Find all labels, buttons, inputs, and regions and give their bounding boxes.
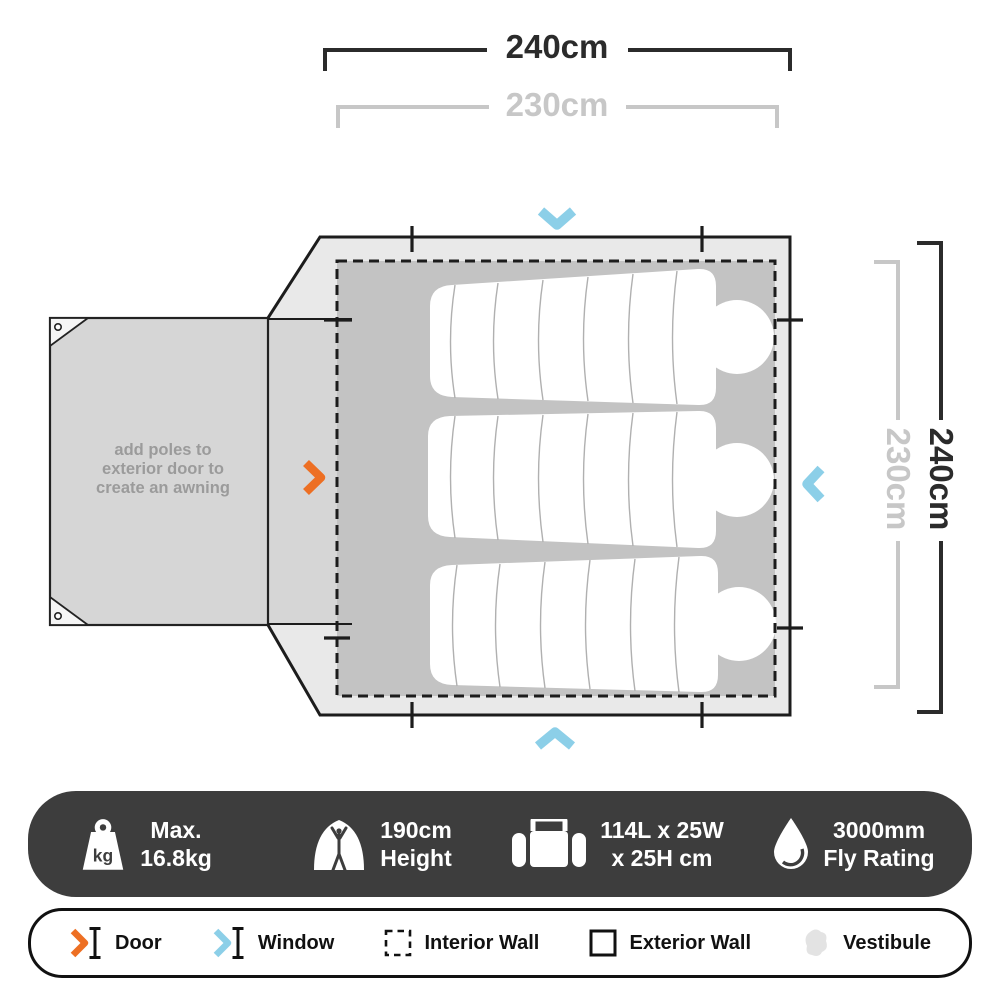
vestibule-note-line: add poles to bbox=[114, 441, 212, 459]
window-arrows bbox=[534, 207, 825, 750]
sleeping-bag-heads bbox=[700, 300, 776, 661]
exterior-wall-icon bbox=[589, 929, 617, 957]
legend-label: Door bbox=[115, 931, 162, 954]
sleeping-bag-head bbox=[700, 300, 774, 374]
top-inner-dimension-bracket bbox=[336, 105, 779, 128]
dim-label-right-outer: 240cm bbox=[923, 427, 960, 531]
window-arrow-icon bbox=[213, 927, 244, 959]
svg-text:kg: kg bbox=[93, 845, 113, 865]
window-arrow-right-icon bbox=[802, 465, 825, 503]
duffel-bag-icon bbox=[512, 819, 587, 867]
legend-label: Window bbox=[257, 931, 335, 954]
window-arrow-bottom-icon bbox=[534, 727, 576, 750]
legend-label: Vestibule bbox=[843, 931, 931, 954]
weight-kg-icon: kg bbox=[82, 819, 124, 870]
legend-item-window: Window bbox=[212, 925, 334, 961]
top-outer-dimension-bracket bbox=[323, 48, 792, 71]
legend-label: Exterior Wall bbox=[629, 931, 751, 954]
legend-item-vestibule: Vestibule bbox=[801, 927, 931, 959]
legend-item-exterior-wall: Exterior Wall bbox=[589, 929, 751, 957]
vestibule bbox=[48, 316, 270, 627]
vestibule-inner-strip bbox=[268, 318, 337, 625]
right-inner-dimension-bracket bbox=[874, 260, 900, 689]
vestibule-note-line: create an awning bbox=[96, 479, 230, 497]
door-arrow-icon bbox=[70, 927, 101, 959]
stake-corner-bottom-left bbox=[49, 595, 91, 626]
legend-bar: Door Window Interior Wall Exterior Wall bbox=[28, 908, 972, 978]
legend-item-door: Door bbox=[69, 925, 162, 961]
door-arrow-icon bbox=[303, 459, 326, 496]
legend-item-interior-wall: Interior Wall bbox=[384, 929, 539, 957]
floorplan-canvas bbox=[48, 48, 943, 750]
stake-corner-top-left bbox=[49, 317, 91, 348]
sleeping-bag-2 bbox=[428, 410, 716, 549]
tent-floorplan-diagram: 240cm 230cm 240cm 230cm add poles to ext… bbox=[48, 28, 960, 750]
sleeping-bag-3 bbox=[430, 555, 718, 693]
spec-max-weight: kg Max.16.8kg bbox=[28, 816, 264, 872]
spec-text: Max.16.8kg bbox=[140, 817, 212, 871]
sleeping-bag-head bbox=[702, 587, 776, 661]
dim-label-right-inner: 230cm bbox=[880, 427, 917, 531]
vestibule-note-line: exterior door to bbox=[102, 460, 224, 478]
vestibule-note: add poles to exterior door to create an … bbox=[58, 441, 268, 498]
sleeping-bag-head bbox=[700, 443, 774, 517]
sleeping-bag-1 bbox=[430, 268, 716, 406]
dim-label-top-outer: 240cm bbox=[505, 28, 609, 65]
tent-height-icon bbox=[314, 820, 365, 870]
legend-label: Interior Wall bbox=[424, 931, 540, 954]
pole-tick-marks bbox=[324, 226, 803, 728]
interior-wall bbox=[335, 259, 777, 698]
vestibule-blob-icon bbox=[805, 929, 828, 956]
interior-wall-icon bbox=[385, 929, 412, 957]
dim-label-top-inner: 230cm bbox=[505, 86, 609, 123]
window-arrow-top-icon bbox=[537, 207, 577, 230]
right-outer-dimension-bracket bbox=[917, 241, 943, 714]
water-drop-icon bbox=[774, 818, 809, 869]
